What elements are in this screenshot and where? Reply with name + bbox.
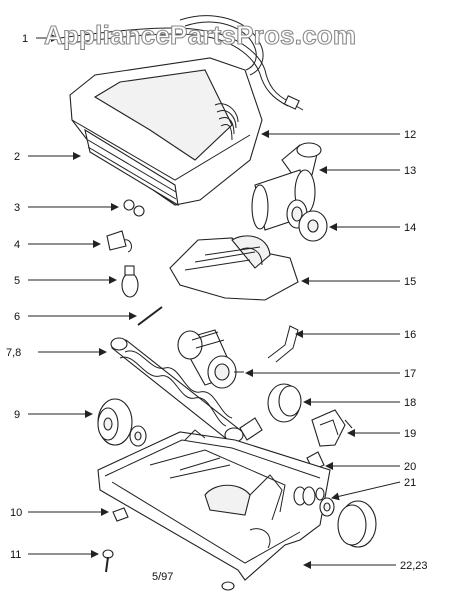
base-housing-part bbox=[97, 429, 331, 581]
screw-part bbox=[102, 549, 114, 573]
callout-3: 3 bbox=[14, 202, 20, 214]
rear-washer-part bbox=[319, 497, 335, 517]
rear-wheel-part bbox=[337, 500, 377, 548]
wheel-part bbox=[97, 398, 147, 447]
leader-lines bbox=[28, 34, 401, 569]
power-cord-part bbox=[59, 15, 304, 111]
callout-13: 13 bbox=[404, 165, 416, 177]
small-clip-part bbox=[112, 507, 129, 522]
callout-2: 2 bbox=[14, 151, 20, 163]
washer-part bbox=[298, 210, 328, 242]
callout-20: 20 bbox=[404, 461, 416, 473]
callout-10: 10 bbox=[10, 507, 22, 519]
watermark-text: AppliancePartsPros.com bbox=[44, 20, 356, 50]
callout-5: 5 bbox=[14, 275, 20, 287]
caps-part bbox=[123, 199, 145, 217]
callout-22-23: 22,23 bbox=[400, 560, 428, 572]
callout-16: 16 bbox=[404, 329, 416, 341]
footer-code: 5/97 bbox=[152, 571, 173, 583]
clip-part bbox=[267, 325, 299, 363]
callout-15: 15 bbox=[404, 276, 416, 288]
belt-part bbox=[267, 383, 302, 423]
callout-19: 19 bbox=[404, 428, 416, 440]
callout-21: 21 bbox=[404, 477, 416, 489]
adjuster-part bbox=[311, 409, 353, 447]
bottom-cap-part bbox=[221, 581, 235, 591]
callout-12: 12 bbox=[404, 129, 416, 141]
callout-labels: 1 2 3 4 5 6 7,8 9 10 11 12 13 14 15 16 1… bbox=[6, 33, 428, 583]
brushroll-part bbox=[110, 337, 263, 443]
pin-part bbox=[137, 306, 163, 326]
handle-cover-part bbox=[69, 57, 263, 207]
bulb-part bbox=[121, 265, 139, 298]
callout-1: 1 bbox=[22, 33, 28, 45]
callout-6: 6 bbox=[14, 311, 20, 323]
callout-9: 9 bbox=[14, 409, 20, 421]
callout-11: 11 bbox=[10, 549, 21, 561]
bracket-part bbox=[106, 230, 132, 253]
callout-14: 14 bbox=[404, 222, 416, 234]
callout-4: 4 bbox=[14, 239, 20, 251]
callout-7-8: 7,8 bbox=[6, 347, 21, 359]
callout-18: 18 bbox=[404, 397, 416, 409]
base-plate-part bbox=[169, 235, 299, 301]
motor-part bbox=[177, 329, 244, 389]
callout-17: 17 bbox=[404, 368, 416, 380]
